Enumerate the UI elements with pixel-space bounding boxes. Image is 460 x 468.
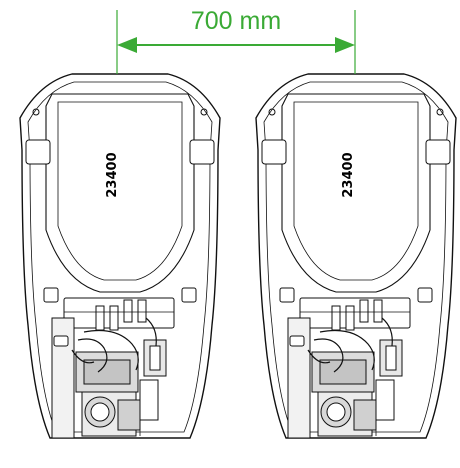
dimension-annotation: 700 mm xyxy=(116,7,356,74)
unit-label-right: 23400 xyxy=(341,152,356,197)
dimension-label: 700 mm xyxy=(191,7,281,35)
arrow-left-icon xyxy=(117,37,137,53)
arrow-right-icon xyxy=(335,37,355,53)
gate-operator-right: 23400 xyxy=(255,73,457,439)
gate-operator-left: 23400 xyxy=(19,73,221,439)
unit-label-left: 23400 xyxy=(105,152,120,197)
